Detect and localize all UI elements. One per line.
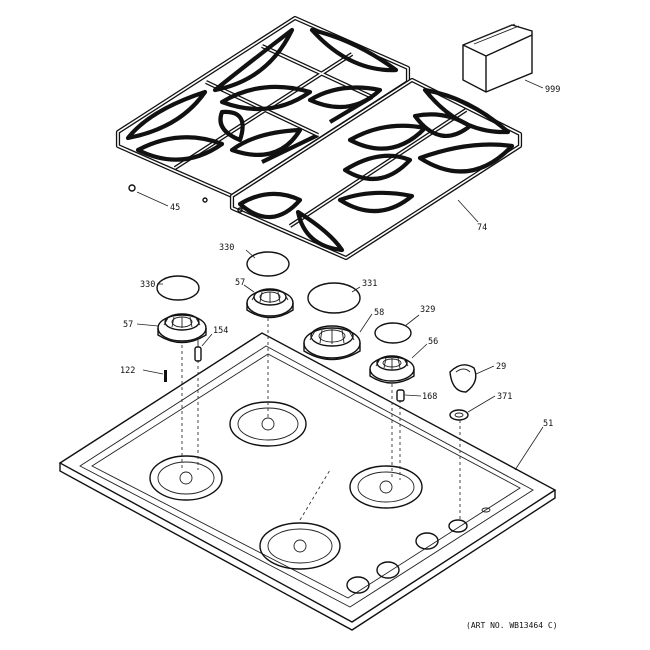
callout-331: 331 — [362, 279, 377, 289]
callout-56: 56 — [428, 337, 438, 347]
assembly-alignment-lines — [181, 318, 461, 521]
burner-cap-331 — [307, 282, 361, 314]
callout-57-center: 57 — [235, 278, 245, 288]
screw-122 — [164, 370, 167, 382]
callout-168: 168 — [422, 392, 437, 402]
callout-58: 58 — [374, 308, 384, 318]
callout-154: 154 — [213, 326, 228, 336]
callout-371: 371 — [497, 392, 512, 402]
callout-330-left: 330 — [140, 280, 155, 290]
electrode-154 — [194, 340, 202, 362]
burner-cap-329 — [374, 322, 412, 344]
burner-cap-330-center — [246, 251, 290, 277]
callout-122: 122 — [120, 366, 135, 376]
art-number: (ART NO. WB13464 C) — [466, 621, 558, 630]
callout-330-center: 330 — [219, 243, 234, 253]
control-knob-29 — [449, 364, 477, 393]
knob-ring-371 — [449, 409, 469, 421]
burner-cap-330-left — [156, 275, 200, 301]
cooktop-51 — [58, 332, 557, 631]
callout-51: 51 — [543, 419, 553, 429]
burner-grates-74 — [115, 15, 523, 261]
package-box-999 — [462, 23, 533, 93]
callout-74: 74 — [477, 223, 487, 233]
burner-head-57-left — [157, 313, 207, 344]
callout-57-left: 57 — [123, 320, 133, 330]
burner-head-57-center — [246, 288, 294, 319]
burner-head-58 — [303, 325, 361, 361]
leader-lines — [136, 79, 544, 471]
electrode-168 — [396, 389, 405, 402]
callout-329: 329 — [420, 305, 435, 315]
callout-29: 29 — [496, 362, 506, 372]
callout-999: 999 — [545, 85, 560, 95]
callout-labels: 999 45 74 330 330 331 57 57 58 329 56 15… — [120, 85, 560, 429]
burner-head-56 — [369, 355, 415, 384]
callout-45: 45 — [170, 203, 180, 213]
